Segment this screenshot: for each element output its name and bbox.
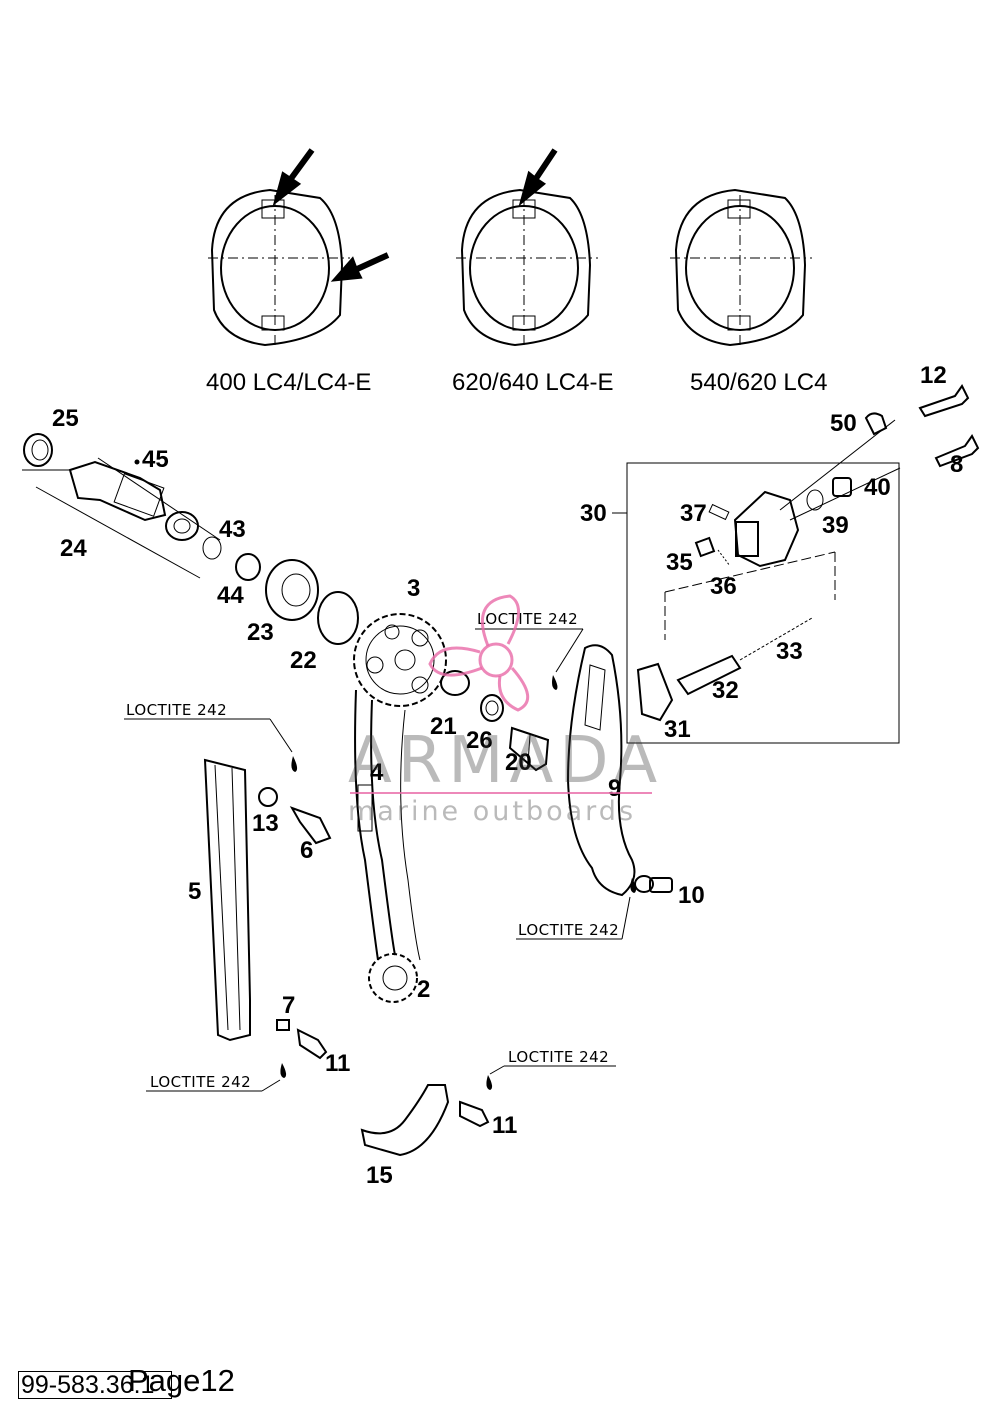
bolt-11-right — [459, 1100, 490, 1128]
timing-chain — [354, 689, 421, 961]
label-part-44: 44 — [217, 582, 244, 609]
guide-15 — [360, 1084, 450, 1157]
label-part-40: 40 — [864, 474, 891, 501]
label-part-7: 7 — [282, 992, 295, 1019]
label-part-20: 20 — [505, 749, 532, 776]
label-part-13: 13 — [252, 810, 279, 837]
label-part-2: 2 — [417, 976, 430, 1003]
variant-540-620-lc4 — [670, 188, 812, 347]
page-number: Page12 — [128, 1363, 235, 1398]
crankshaft-sprocket — [368, 953, 418, 1003]
screw-12-8-clamp-50 — [779, 384, 980, 521]
label-part-23: 23 — [247, 619, 274, 646]
label-part-15: 15 — [366, 1162, 393, 1189]
label-part-3: 3 — [407, 575, 420, 602]
label-part-39: 39 — [822, 512, 849, 539]
arrow-icon — [272, 148, 315, 206]
tensioner-group-box — [612, 462, 900, 744]
bolt-20 — [508, 726, 550, 772]
arrow-icon — [330, 252, 390, 282]
label-part-11-right: 11 — [492, 1112, 517, 1139]
camshaft-assembly — [22, 433, 359, 645]
label-part-4: 4 — [370, 759, 384, 786]
label-part-6: 6 — [300, 837, 313, 864]
label-part-37: 37 — [680, 500, 707, 527]
section-label-400: 400 LC4/LC4-E — [206, 369, 371, 396]
section-label-620-640: 620/640 LC4-E — [452, 369, 613, 396]
label-part-11-lower: 11 — [325, 1050, 350, 1077]
arrow-icon — [518, 148, 558, 207]
loctite-label-bottom-left: LOCTITE 242 — [150, 1073, 251, 1091]
label-part-5: 5 — [188, 878, 201, 905]
label-part-50: 50 — [830, 410, 857, 437]
variant-400-lc4 — [208, 148, 390, 347]
loctite-label-top: LOCTITE 242 — [477, 610, 578, 628]
label-part-35: 35 — [666, 549, 693, 576]
label-part-12: 12 — [920, 362, 947, 389]
loctite-label-bottom-right: LOCTITE 242 — [508, 1048, 609, 1066]
label-part-31: 31 — [664, 716, 691, 743]
label-part-30: 30 — [580, 500, 607, 527]
rail-5 — [203, 758, 251, 1042]
washer-21-26 — [440, 670, 504, 722]
label-part-22: 22 — [290, 647, 317, 674]
loctite-label-left: LOCTITE 242 — [126, 701, 227, 719]
watermark-tagline: marine outboards — [348, 796, 636, 827]
label-part-8: 8 — [950, 451, 963, 478]
watermark-brand: ARMADA — [348, 724, 663, 798]
bolt-7-11-lower — [276, 1019, 328, 1060]
propeller-logo-icon — [428, 594, 529, 712]
pin-10 — [634, 875, 673, 893]
label-part-24: 24 — [60, 535, 87, 562]
label-part-43: 43 — [219, 516, 246, 543]
label-part-25: 25 — [52, 405, 79, 432]
watermark: ARMADA marine outboards — [348, 594, 663, 827]
label-part-10: 10 — [678, 882, 705, 909]
loctite-label-right: LOCTITE 242 — [518, 921, 619, 939]
tensioner-guide-9 — [566, 644, 636, 897]
label-part-45: 45 — [142, 446, 169, 473]
label-part-26: 26 — [466, 727, 493, 754]
variant-620-640-lc4-e — [456, 148, 598, 347]
label-part-36: 36 — [710, 573, 737, 600]
label-part-32: 32 — [712, 677, 739, 704]
label-part-21: 21 — [430, 713, 457, 740]
section-label-540-620: 540/620 LC4 — [690, 369, 827, 396]
label-part-9: 9 — [608, 775, 621, 802]
bolt-6-13 — [258, 787, 332, 845]
document-code: 99-583.36.1 — [18, 1371, 172, 1399]
label-part-33: 33 — [776, 638, 803, 665]
camshaft-sprocket — [353, 613, 447, 707]
